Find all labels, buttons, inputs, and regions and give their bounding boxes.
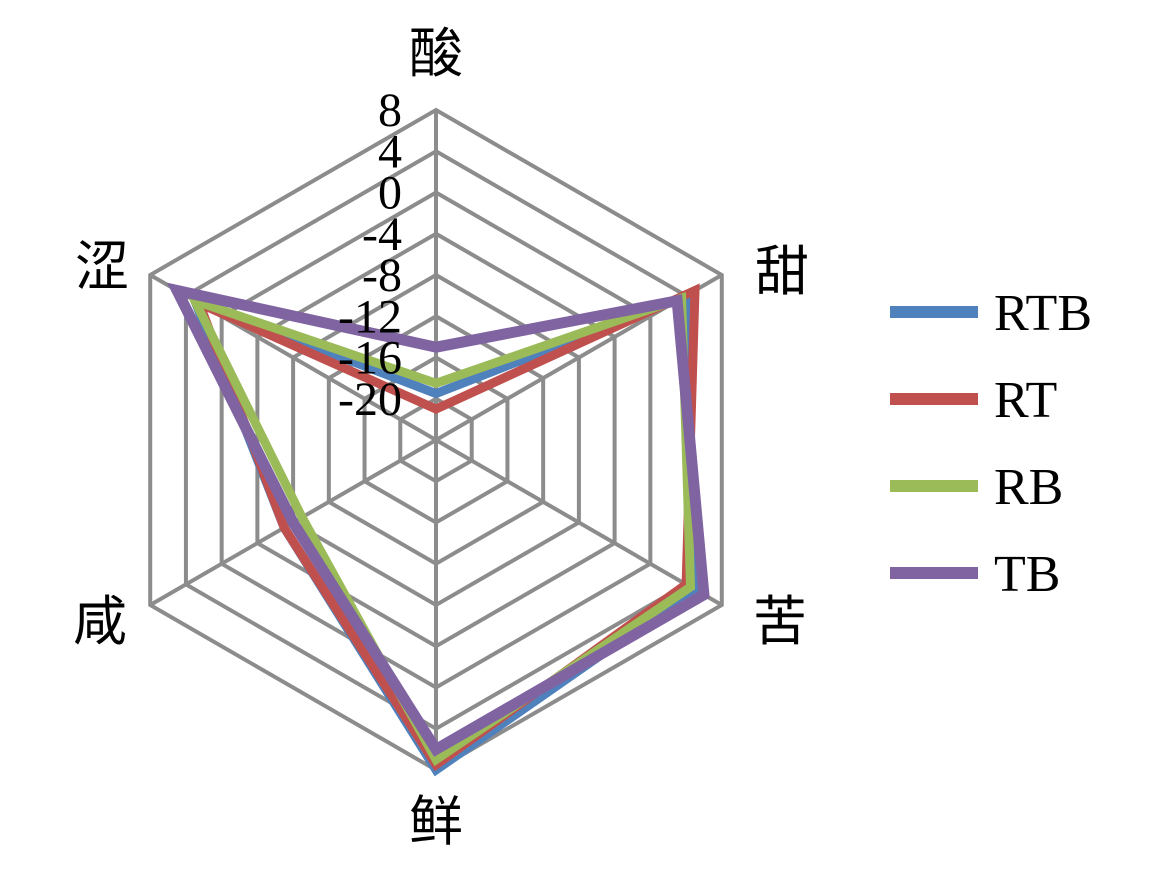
radar-grid [148,107,724,773]
tick-label: 4 [378,125,402,178]
tick-label: -16 [338,332,402,385]
radial-tick-labels: 840-4-8-12-16-20 [338,84,402,426]
tick-label: -8 [362,249,402,302]
series-line-rt [191,283,700,772]
radar-series [166,282,710,777]
tick-label: 0 [378,167,402,220]
grid-spoke [435,438,723,607]
axis-label: 甜 [755,242,809,302]
axis-label: 鲜 [409,792,463,852]
axis-label: 涩 [75,237,129,297]
tick-label: -20 [338,373,402,426]
series-line-rtb [186,289,700,777]
tick-label: 8 [378,84,402,137]
axis-label: 苦 [753,592,807,652]
legend: RTB RT RB TB [890,285,1092,603]
legend-label: RB [994,459,1063,516]
legend-label: RT [994,372,1057,429]
axis-label: 酸 [409,24,463,84]
legend-label: RTB [994,285,1092,342]
axis-label: 咸 [73,592,127,652]
tick-label: -4 [362,208,402,261]
legend-label: TB [994,546,1060,603]
series-line-tb [166,282,710,757]
tick-label: -12 [338,290,402,343]
